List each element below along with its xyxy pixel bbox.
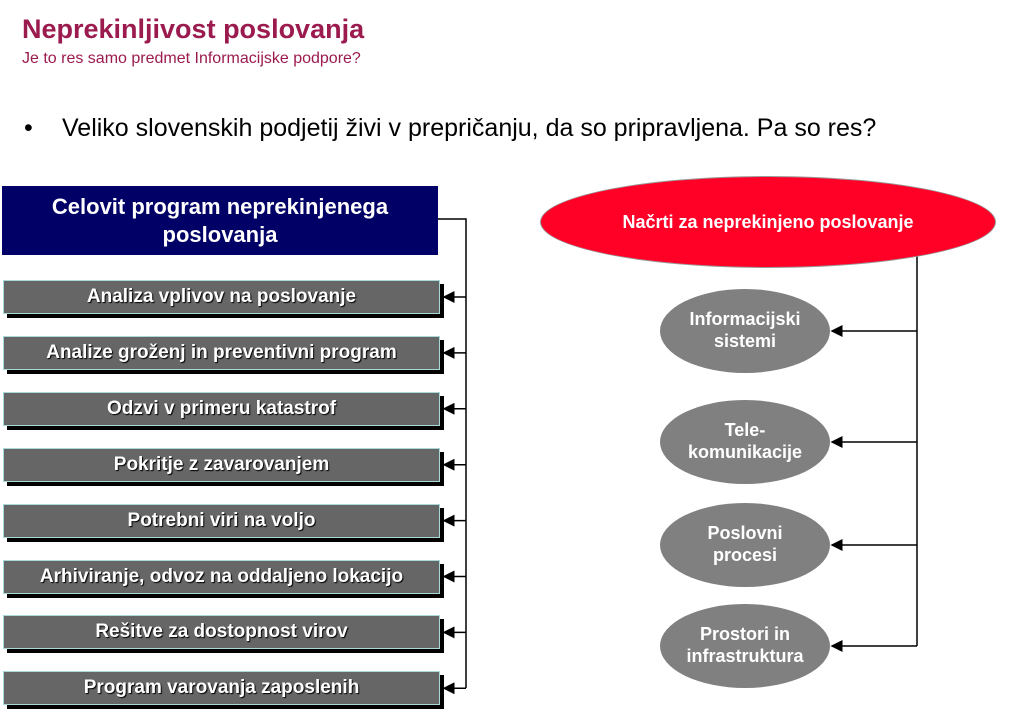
bullet-text: Veliko slovenskih podjetij živi v prepri…: [62, 114, 877, 142]
program-item: Analize groženj in preventivni program: [3, 335, 440, 370]
plan-item-ellipse: Tele-komunikacije: [660, 400, 830, 484]
bullet-icon: •: [24, 114, 33, 142]
program-item: Program varovanja zaposlenih: [3, 671, 440, 706]
program-item: Potrebni viri na voljo: [3, 503, 440, 538]
program-connectors: [438, 218, 467, 695]
plan-item-label: Tele-komunikacije: [687, 420, 803, 462]
bullet-point: • Veliko slovenskih podjetij živi v prepr…: [24, 114, 876, 143]
plans-title: Načrti za neprekinjeno poslovanje: [622, 211, 914, 232]
program-title: Celovit program neprekinjenega poslovanj…: [51, 194, 389, 247]
slide-title: Neprekinljivost poslovanja: [22, 14, 365, 44]
program-title-box: Celovit program neprekinjenega poslovanj…: [2, 186, 438, 255]
plans-connectors: [830, 256, 918, 652]
program-item: Rešitve za dostopnost virov: [3, 615, 440, 650]
program-item: Arhiviranje, odvoz na oddaljeno lokacijo: [3, 559, 440, 594]
program-item: Pokritje z zavarovanjem: [3, 447, 440, 482]
program-item: Analiza vplivov na poslovanje: [3, 280, 440, 314]
program-item: Odzvi v primeru katastrof: [3, 391, 440, 426]
slide-subtitle: Je to res samo predmet Informacijske pod…: [22, 50, 361, 67]
plans-title-ellipse: Načrti za neprekinjeno poslovanje: [540, 176, 996, 268]
